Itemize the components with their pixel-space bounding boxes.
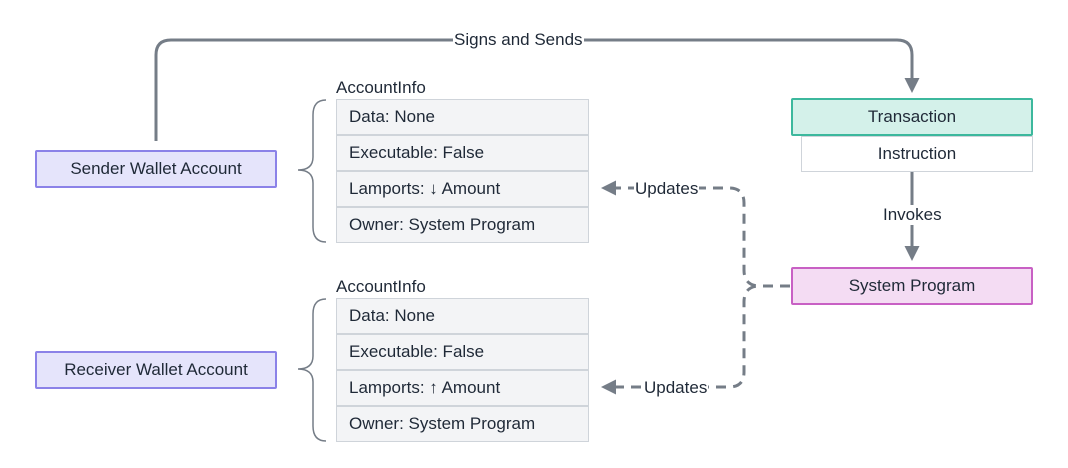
receiver-field-executable: Executable: False xyxy=(336,334,589,370)
sender-account-info-title: AccountInfo xyxy=(336,78,426,97)
updates-receiver-edge xyxy=(601,284,790,395)
receiver-field-lamports: Lamports: ↑ Amount xyxy=(336,370,589,406)
receiver-brace xyxy=(297,298,327,442)
sender-field-lamports: Lamports: ↓ Amount xyxy=(336,171,589,207)
signs-and-sends-label: Signs and Sends xyxy=(453,30,584,50)
sender-brace xyxy=(297,99,327,243)
sender-field-data: Data: None xyxy=(336,99,589,135)
updates-sender-edge xyxy=(601,180,790,288)
transaction-node[interactable]: Transaction xyxy=(791,98,1033,136)
receiver-field-owner: Owner: System Program xyxy=(336,406,589,442)
system-program-node[interactable]: System Program xyxy=(791,267,1033,305)
sender-field-executable: Executable: False xyxy=(336,135,589,171)
updates-sender-label: Updates xyxy=(634,179,700,199)
invokes-label: Invokes xyxy=(882,205,943,225)
instruction-node[interactable]: Instruction xyxy=(801,136,1033,172)
updates-receiver-label: Updates xyxy=(643,378,709,398)
receiver-account-info-title: AccountInfo xyxy=(336,277,426,296)
receiver-field-data: Data: None xyxy=(336,298,589,334)
sender-wallet-account[interactable]: Sender Wallet Account xyxy=(35,150,277,188)
receiver-wallet-account[interactable]: Receiver Wallet Account xyxy=(35,351,277,389)
sender-field-owner: Owner: System Program xyxy=(336,207,589,243)
